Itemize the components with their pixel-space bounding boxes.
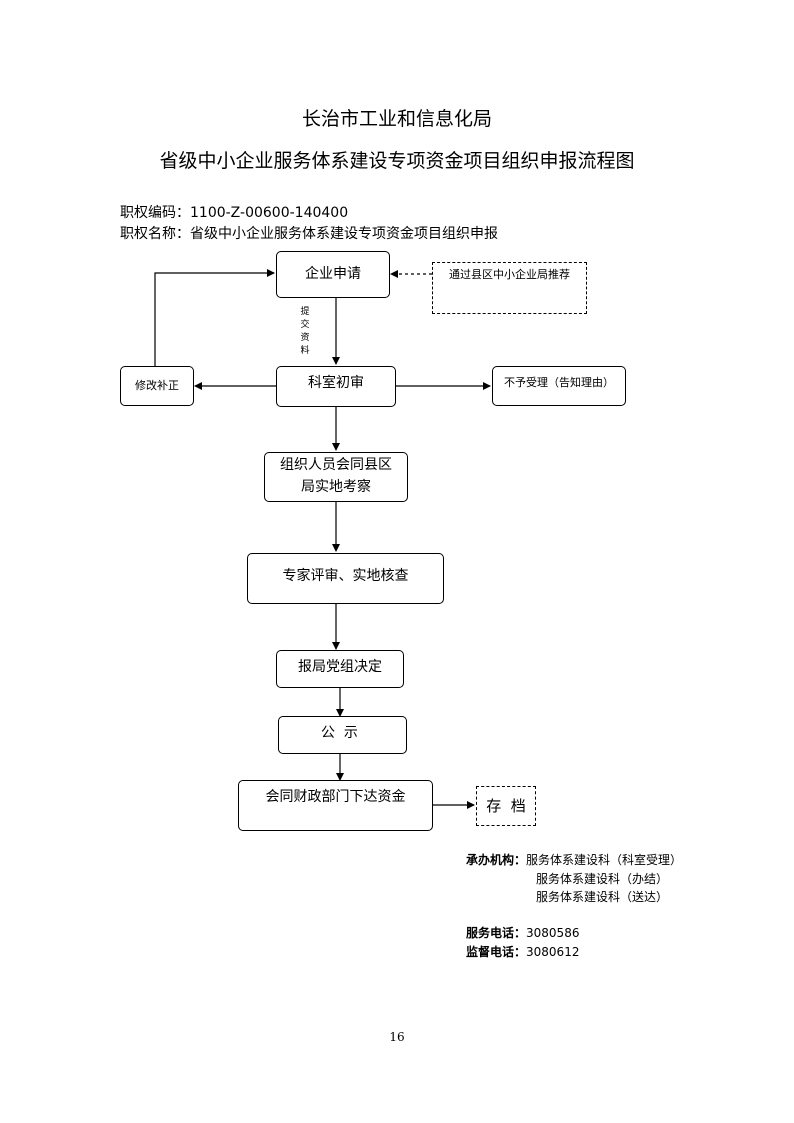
supervise-phone: 3080612	[526, 945, 580, 959]
submit-materials-label: 提 交 资 料	[300, 307, 310, 356]
box-publicity: 公 示	[278, 716, 407, 754]
box-archive: 存 档	[476, 786, 536, 826]
box-expert-review: 专家评审、实地核查	[247, 553, 444, 604]
org-label: 承办机构：	[466, 853, 527, 867]
page-number: 16	[389, 1030, 405, 1044]
page-title: 长治市工业和信息化局	[301, 108, 492, 130]
authority-code: 职权编码：1100-Z-00600-140400	[120, 205, 349, 221]
box-archive-label: 存 档	[486, 796, 526, 815]
supervise-phone-label: 监督电话：	[466, 945, 527, 959]
box-revise: 修改补正	[120, 366, 194, 406]
page-subtitle: 省级中小企业服务体系建设专项资金项目组织申报流程图	[159, 150, 635, 172]
service-phone-line: 服务电话：3080586	[466, 924, 579, 941]
box-revise-label: 修改补正	[135, 378, 179, 392]
box-field-inspection-label: 组织人员会同县区 局实地考察	[280, 457, 392, 495]
org-line-2: 服务体系建设科（办结）	[536, 870, 668, 887]
box-county-recommend-label: 通过县区中小企业局推荐	[449, 268, 570, 281]
box-party-decision-label: 报局党组决定	[298, 659, 382, 675]
box-initial-review: 科室初审	[276, 366, 396, 407]
box-enterprise-apply-label: 企业申请	[305, 266, 361, 282]
box-publicity-label: 公 示	[321, 725, 358, 741]
box-expert-review-label: 专家评审、实地核查	[282, 568, 409, 584]
org-line-1: 承办机构：服务体系建设科（科室受理）	[466, 851, 682, 868]
box-party-decision: 报局党组决定	[276, 650, 404, 688]
box-reject: 不予受理（告知理由）	[492, 366, 626, 406]
box-reject-label: 不予受理（告知理由）	[504, 376, 614, 389]
service-phone-label: 服务电话：	[466, 926, 527, 940]
org-1: 服务体系建设科（科室受理）	[526, 853, 683, 867]
box-county-recommend: 通过县区中小企业局推荐	[432, 262, 587, 314]
arrow-revise-to-apply	[154, 269, 275, 366]
authority-name: 职权名称：省级中小企业服务体系建设专项资金项目组织申报	[120, 226, 498, 242]
org-3: 服务体系建设科（送达）	[536, 890, 669, 904]
service-phone: 3080586	[526, 926, 580, 940]
box-initial-review-label: 科室初审	[308, 375, 364, 391]
box-field-inspection: 组织人员会同县区 局实地考察	[264, 452, 408, 502]
box-allocate-funds-label: 会同财政部门下达资金	[265, 789, 406, 805]
box-allocate-funds: 会同财政部门下达资金	[238, 780, 433, 831]
org-line-3: 服务体系建设科（送达）	[536, 888, 668, 905]
box-enterprise-apply: 企业申请	[276, 251, 390, 298]
supervise-phone-line: 监督电话：3080612	[466, 943, 579, 960]
org-2: 服务体系建设科（办结）	[536, 872, 669, 886]
